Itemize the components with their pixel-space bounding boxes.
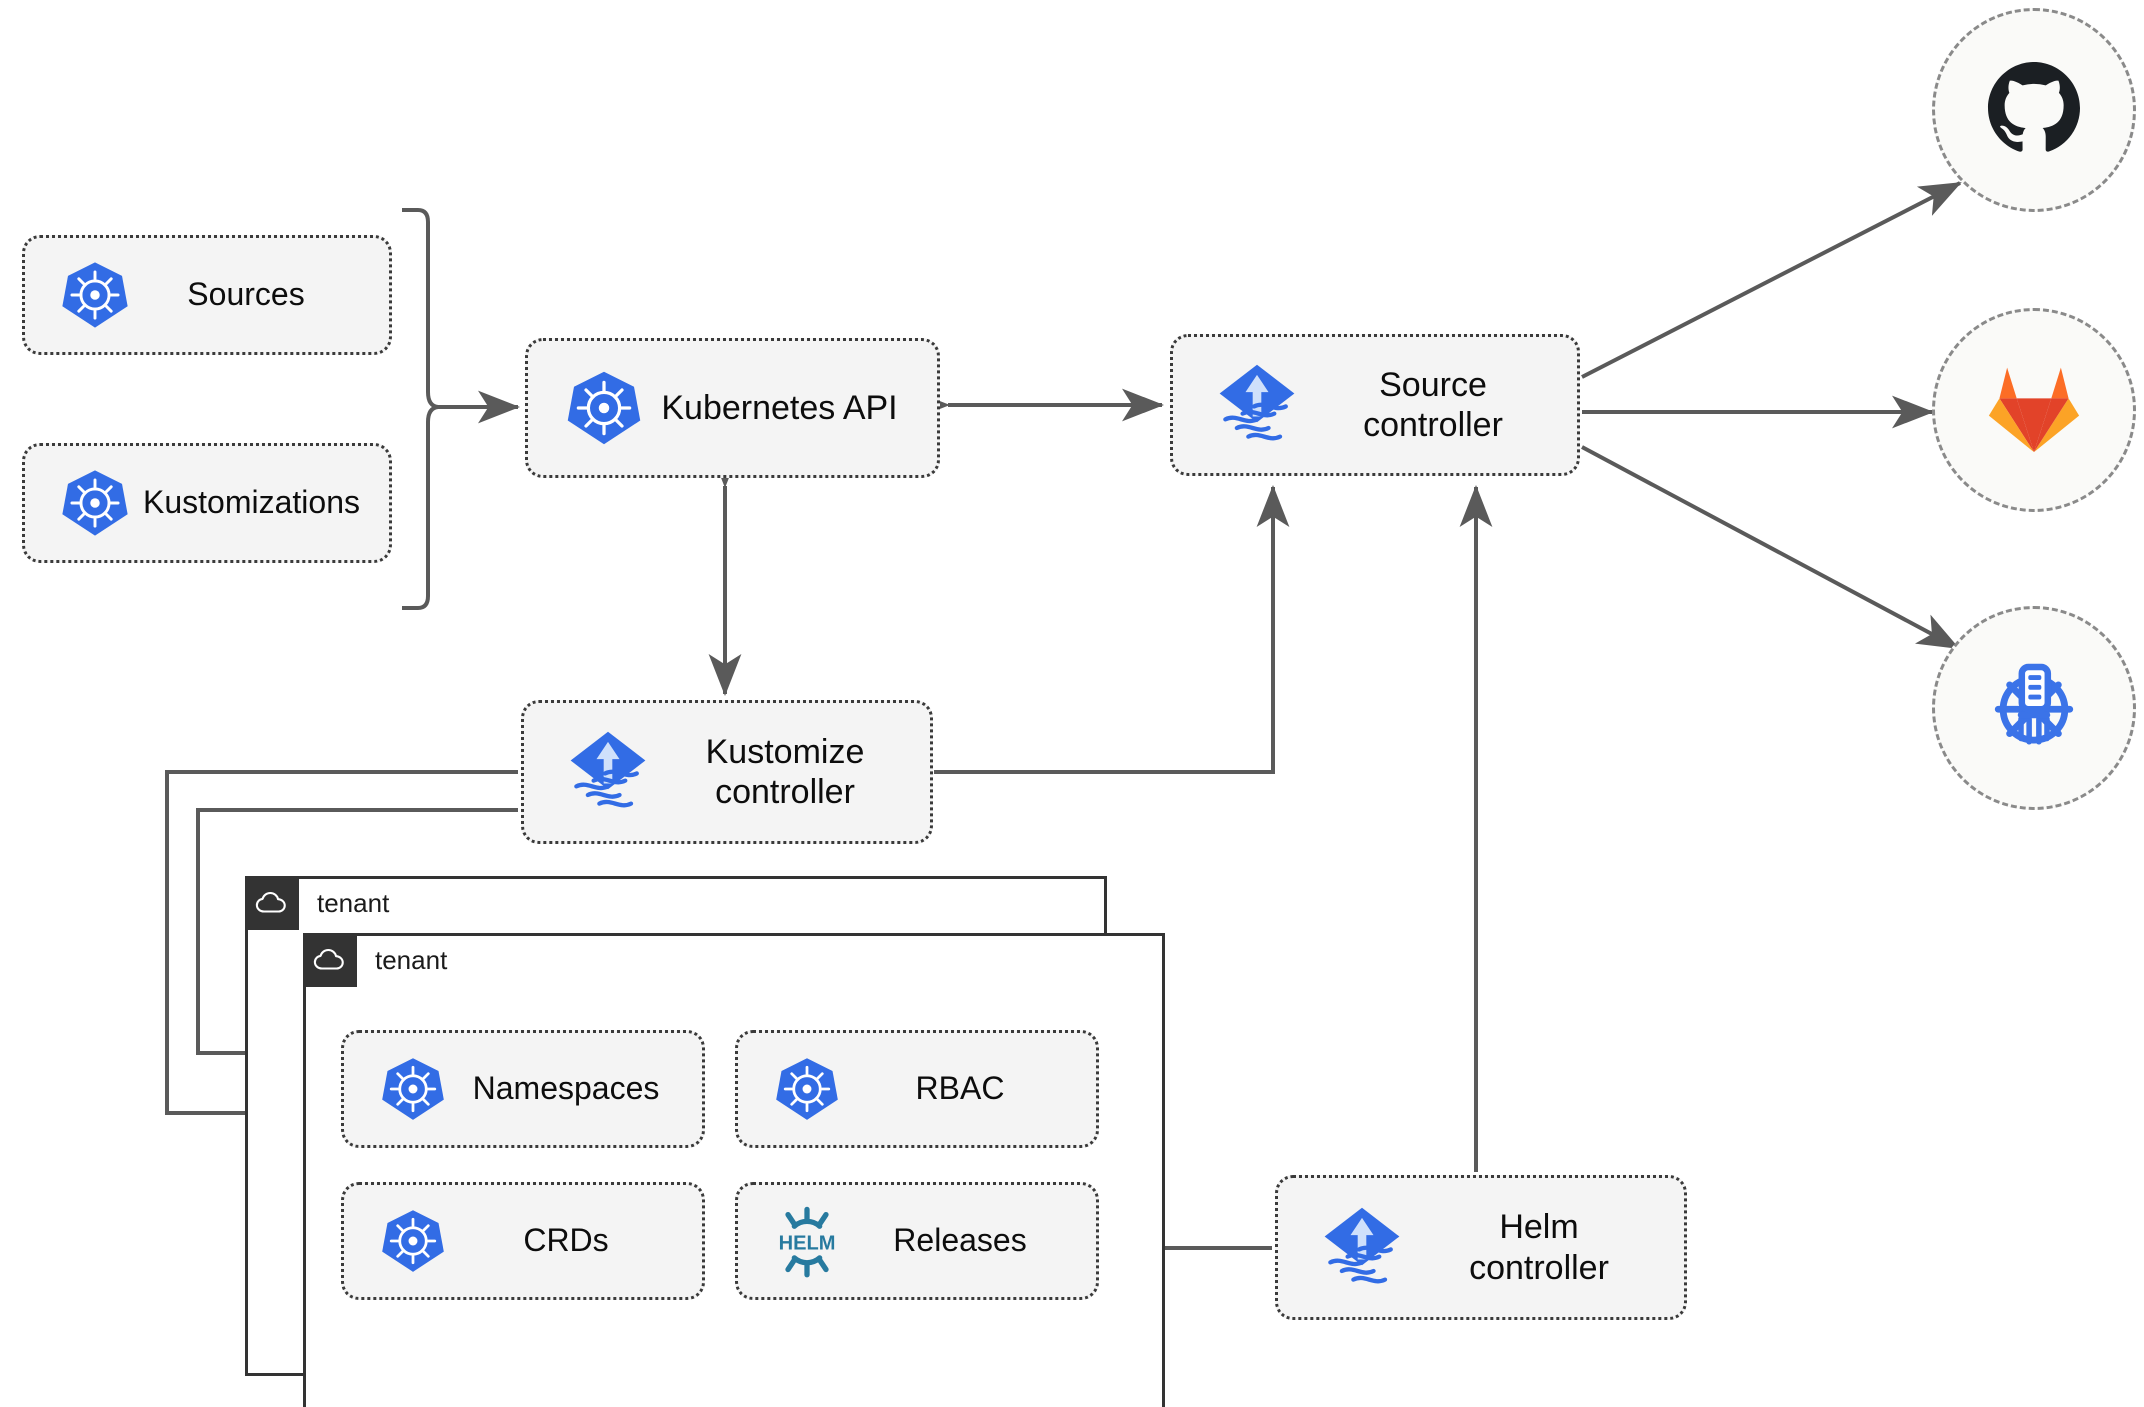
kubernetes-icon	[762, 1055, 852, 1123]
provider-gitlab[interactable]	[1932, 308, 2136, 512]
tile-label: Releases	[893, 1222, 1027, 1259]
tile-crds[interactable]: CRDs	[341, 1182, 705, 1300]
tile-label: Namespaces	[472, 1070, 660, 1107]
node-kubernetes-api[interactable]: Kubernetes API	[525, 338, 940, 478]
kubernetes-icon	[47, 467, 143, 539]
tile-rbac[interactable]: RBAC	[735, 1030, 1099, 1148]
node-label: Helm controller	[1469, 1208, 1609, 1287]
wire-source-to-helm-repo	[1581, 445, 1960, 650]
kubernetes-icon	[368, 1055, 458, 1123]
flux-icon	[1199, 359, 1315, 451]
tenant-label: tenant	[317, 887, 390, 918]
cloud-icon	[245, 876, 299, 930]
kubernetes-icon	[47, 259, 143, 331]
wire-kustomize-to-source	[934, 485, 1290, 774]
tile-label: CRDs	[523, 1222, 609, 1259]
provider-github[interactable]	[1932, 8, 2136, 212]
cloud-icon	[303, 933, 357, 987]
tile-namespaces[interactable]: Namespaces	[341, 1030, 705, 1148]
svg-text:HELM: HELM	[779, 1232, 836, 1254]
flux-icon	[550, 726, 666, 818]
node-source-controller[interactable]: Source controller	[1170, 334, 1580, 476]
flux-icon	[1304, 1202, 1420, 1294]
node-label: Source controller	[1363, 365, 1503, 444]
helm-repository-icon	[1982, 654, 2086, 763]
wire-source-to-github	[1581, 181, 1962, 379]
node-label: Kustomize controller	[705, 732, 865, 811]
tenant-header: tenant	[303, 933, 447, 987]
tenant-header: tenant	[245, 876, 389, 930]
resource-card-kustomizations[interactable]: Kustomizations	[22, 443, 392, 563]
node-helm-controller[interactable]: Helm controller	[1275, 1175, 1687, 1320]
gitlab-icon	[1986, 360, 2082, 461]
node-kustomize-controller[interactable]: Kustomize controller	[521, 700, 933, 844]
kubernetes-icon	[552, 368, 656, 448]
provider-helm-repository[interactable]	[1932, 606, 2136, 810]
resource-card-sources[interactable]: Sources	[22, 235, 392, 355]
tile-releases[interactable]: HELM Releases	[735, 1182, 1099, 1300]
tile-label: RBAC	[915, 1070, 1005, 1107]
group-bracket	[402, 208, 439, 610]
github-icon	[1986, 60, 2082, 161]
helm-icon: HELM	[762, 1203, 852, 1279]
tenant-label: tenant	[375, 944, 448, 975]
resource-card-label: Sources	[187, 276, 305, 313]
tenant-inner[interactable]: tenant	[303, 933, 1165, 1407]
kubernetes-icon	[368, 1207, 458, 1275]
resource-card-label: Kustomizations	[143, 484, 360, 521]
node-label: Kubernetes API	[661, 388, 898, 427]
